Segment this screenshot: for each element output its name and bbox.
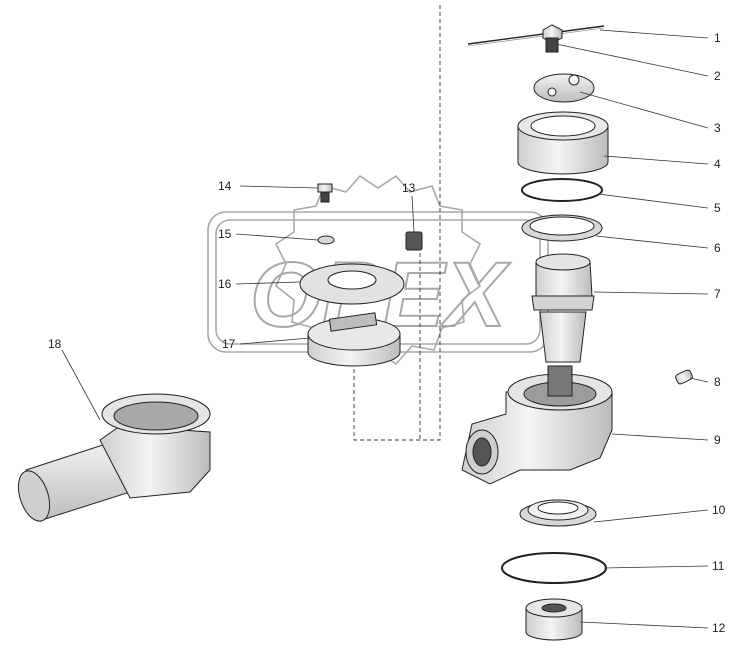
assembly-guide-lines <box>353 5 441 441</box>
part-10-lower-seat <box>519 499 597 527</box>
part-17-threaded-cover <box>307 312 401 367</box>
part-11-snap-ring <box>501 552 607 584</box>
callout-14: 14 <box>218 179 232 193</box>
callout-9: 9 <box>714 433 721 447</box>
callout-11: 11 <box>712 559 725 573</box>
part-7-ball-pin <box>531 253 595 363</box>
part-16-gasket-plate <box>299 263 405 305</box>
part-8-grease-fitting <box>675 369 693 385</box>
callout-15: 15 <box>218 227 232 241</box>
part-13-grease-fitting-small <box>405 231 423 251</box>
callout-17: 17 <box>222 337 236 351</box>
callout-5: 5 <box>714 201 721 215</box>
part-12-castle-nut <box>525 598 583 641</box>
part-3-retaining-plate <box>533 73 595 103</box>
part-4-top-cap <box>517 111 609 175</box>
part-15-washer <box>317 235 335 245</box>
leader-lines <box>61 29 709 629</box>
callout-labels: 1 2 3 4 5 6 7 8 9 10 11 12 13 14 15 16 1… <box>48 31 726 635</box>
callout-6: 6 <box>714 241 721 255</box>
part-9-tie-rod-end-housing <box>461 365 613 485</box>
callout-1: 1 <box>714 31 721 45</box>
part-18-tie-rod-end-threaded <box>17 393 211 522</box>
callout-2: 2 <box>714 69 721 83</box>
callout-10: 10 <box>712 503 726 517</box>
part-5-o-ring <box>521 178 603 202</box>
callout-12: 12 <box>712 621 726 635</box>
callout-7: 7 <box>714 287 721 301</box>
callout-8: 8 <box>714 375 721 389</box>
callout-4: 4 <box>714 157 721 171</box>
callout-16: 16 <box>218 277 232 291</box>
callout-13: 13 <box>402 181 416 195</box>
callout-3: 3 <box>714 121 721 135</box>
part-14-bolt-small <box>317 183 333 203</box>
callout-18: 18 <box>48 337 62 351</box>
part-2-bolt <box>542 24 563 53</box>
part-1-cotter-pin <box>467 25 605 47</box>
part-6-seal-ring <box>521 214 603 242</box>
